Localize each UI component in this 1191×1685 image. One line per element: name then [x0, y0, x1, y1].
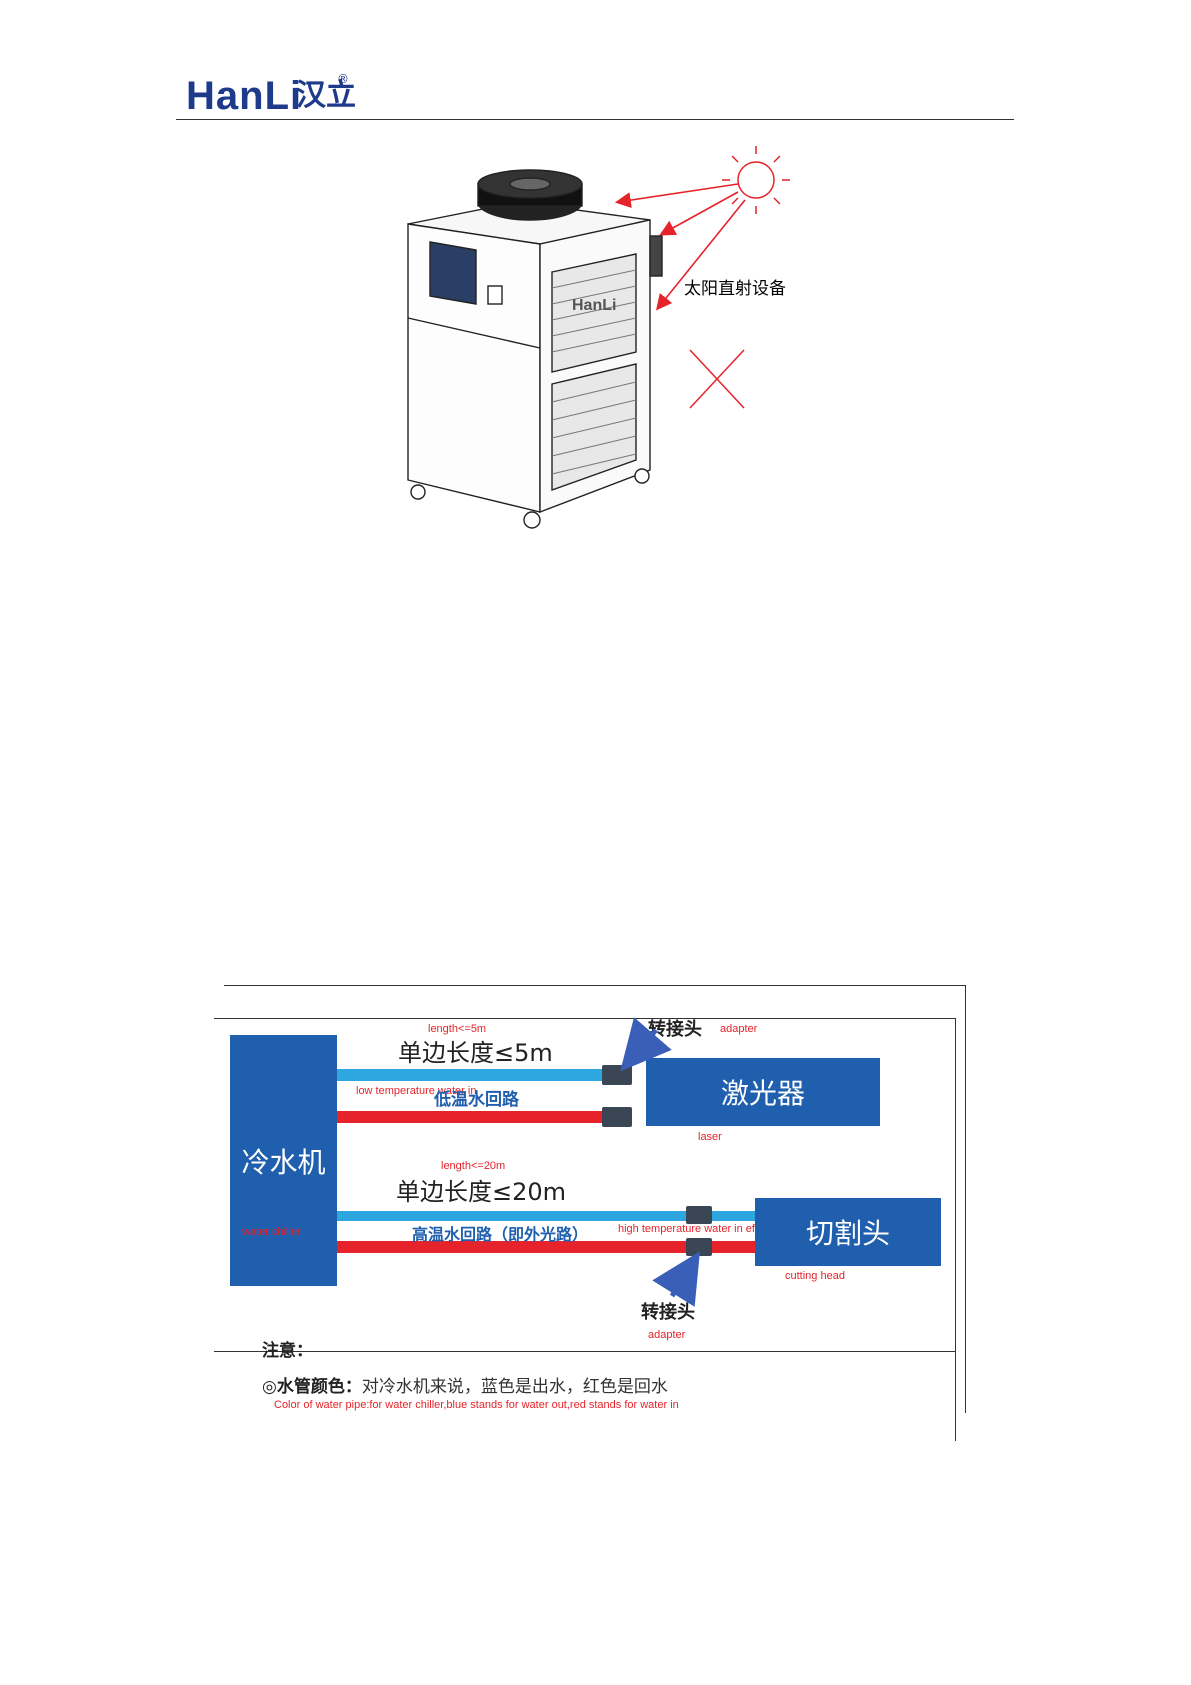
- top-adapter-en: adapter: [720, 1023, 758, 1035]
- machine-brand-text: HanLi: [572, 297, 616, 314]
- header-divider: [176, 119, 1014, 120]
- sun-icon: [722, 146, 790, 214]
- high-temp-cn: 高温水回路（即外光路）: [412, 1225, 589, 1244]
- top-blue-pipe: [337, 1069, 627, 1081]
- top-length-en: length<=5m: [428, 1023, 487, 1035]
- brand-logo-chinese: 汉立: [296, 78, 356, 113]
- bottom-length-cn: 单边长度≤20m: [396, 1178, 567, 1206]
- low-temp-en: low temperature water in: [356, 1085, 477, 1097]
- frame-right-inner: [955, 1018, 956, 1441]
- note-bold-label: ◎水管颜色：: [262, 1377, 362, 1397]
- brand-logo-text: HanLi: [186, 74, 303, 118]
- low-temp-cn: 低温水回路: [434, 1090, 519, 1110]
- water-chiller-en-label: water chiller: [242, 1226, 301, 1238]
- bottom-adapter-coupler-red: [686, 1238, 712, 1256]
- note-line: ◎水管颜色：对冷水机来说，蓝色是出水，红色是回水: [262, 1376, 668, 1398]
- laser-block: 激光器: [646, 1058, 880, 1126]
- bottom-adapter-en: adapter: [648, 1329, 686, 1341]
- bottom-blue-pipe: [337, 1211, 759, 1221]
- note-text: 对冷水机来说，蓝色是出水，红色是回水: [361, 1377, 668, 1397]
- top-length-cn: 单边长度≤5m: [398, 1039, 553, 1067]
- laser-en-label: laser: [698, 1131, 722, 1143]
- top-adapter-cn: 转接头: [648, 1019, 702, 1040]
- bottom-adapter-coupler-blue: [686, 1206, 712, 1224]
- sunlight-warning-caption: 太阳直射设备: [684, 279, 786, 299]
- note-en: Color of water pipe:for water chiller,bl…: [274, 1399, 679, 1411]
- chiller-unit-drawing: HanLi: [407, 169, 663, 529]
- water-chiller-block: 冷水机: [230, 1035, 337, 1286]
- bottom-length-en: length<=20m: [441, 1160, 506, 1172]
- frame-top-line: [224, 985, 966, 986]
- registered-mark: ®: [337, 72, 349, 86]
- frame-right-outer: [965, 985, 966, 1413]
- chiller-sunlight-illustration: HanLi: [407, 146, 790, 529]
- cutting-head-en-label: cutting head: [785, 1270, 845, 1282]
- top-adapter-coupler-red: [602, 1107, 632, 1127]
- note-title: 注意：: [262, 1341, 313, 1361]
- prohibited-cross-icon: [689, 349, 745, 409]
- frame-note-divider: [214, 1351, 956, 1352]
- cutting-head-label: 切割头: [805, 1217, 890, 1250]
- frame-inner-top: [214, 1018, 956, 1019]
- water-chiller-label: 冷水机: [241, 1145, 326, 1179]
- top-red-pipe: [337, 1111, 627, 1123]
- cutting-head-block: 切割头: [755, 1198, 941, 1266]
- water-pipe-diagram: 冷水机 water chiller length<=5m 单边长度≤5m 转接头…: [214, 985, 966, 1441]
- sun-ray-arrows: [614, 183, 746, 311]
- laser-label: 激光器: [720, 1077, 805, 1110]
- bottom-red-pipe: [337, 1241, 759, 1253]
- top-adapter-coupler-blue: [602, 1065, 632, 1085]
- bottom-adapter-cn: 转接头: [641, 1302, 695, 1323]
